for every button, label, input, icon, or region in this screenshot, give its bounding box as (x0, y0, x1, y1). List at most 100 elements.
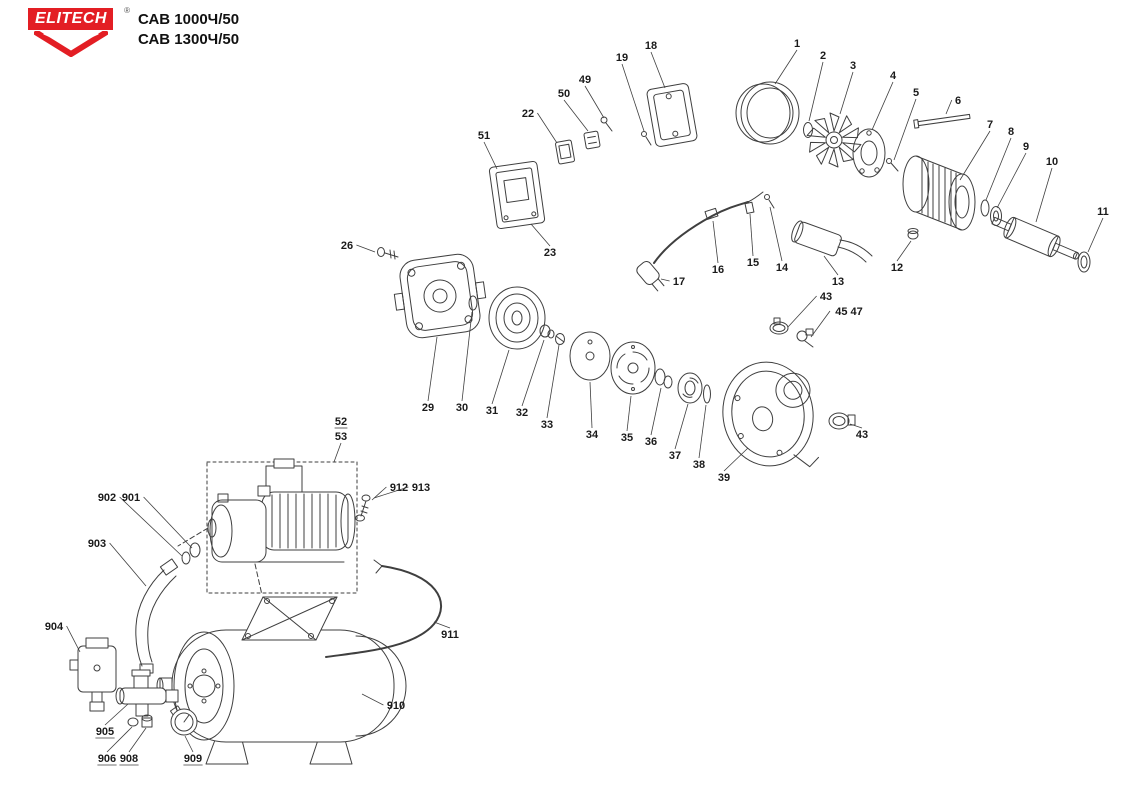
terminal-box-cover-51-23 (488, 160, 546, 230)
part-label-8: 8 (1008, 126, 1014, 138)
leader-line (128, 727, 147, 753)
part-label-49: 49 (579, 74, 591, 86)
leader-line (896, 240, 912, 262)
leader-line (461, 311, 473, 402)
diffuser-plate-34 (569, 331, 611, 381)
part-label-908: 908 (120, 753, 138, 765)
impeller-37 (677, 372, 703, 404)
tank-910 (156, 629, 407, 765)
leader-line (621, 63, 645, 132)
mount-bolt-912-913 (355, 494, 371, 522)
part-label-33: 33 (541, 419, 553, 431)
part-label-3: 3 (850, 60, 856, 72)
leader-line (871, 81, 894, 131)
part-label-905: 905 (96, 726, 114, 738)
leader-line (823, 255, 839, 276)
part-label-31: 31 (486, 405, 498, 417)
part-label-906: 906 (98, 753, 116, 765)
rotor-shaft (991, 216, 1080, 260)
leader-line (698, 404, 707, 459)
leader-line (945, 99, 953, 115)
part-label-53: 53 (335, 431, 347, 443)
part-label-29: 29 (422, 402, 434, 414)
tie-bolt (913, 113, 971, 129)
leader-line (433, 621, 451, 629)
leader-line (893, 98, 917, 161)
header: ELITECH ® САВ 1000Ч/50 САВ 1300Ч/50 (28, 6, 239, 57)
flex-hose-903 (135, 558, 179, 674)
pressure-gauge-909 (169, 705, 198, 736)
leader-line (810, 310, 831, 338)
logo-chevron-icon (34, 31, 108, 57)
venturi-32 (539, 324, 555, 339)
part-label-901: 901 (122, 492, 140, 504)
pump-housing-39 (722, 361, 820, 468)
terminal-screw-14 (764, 194, 775, 209)
leader-line (106, 726, 133, 753)
leader-line (985, 137, 1012, 201)
clamp-45-47 (796, 328, 814, 348)
drain-plug-908 (141, 714, 153, 728)
o-ring-38 (703, 384, 711, 404)
washer-906 (127, 717, 139, 727)
model-name-2: САВ 1300Ч/50 (138, 31, 240, 48)
part-label-37: 37 (669, 450, 681, 462)
part-label-2: 2 (820, 50, 826, 62)
part-label-50: 50 (558, 88, 570, 100)
leader-line (849, 423, 863, 429)
shaft-nut (907, 228, 919, 240)
leader-line (1087, 217, 1104, 253)
outlet-hose-911 (325, 559, 443, 658)
part-label-45-47: 45 47 (835, 306, 863, 318)
part-label-17: 17 (673, 276, 685, 288)
motor-end-shield (852, 128, 886, 178)
leader-line (660, 278, 670, 282)
part-label-12: 12 (891, 262, 903, 274)
leader-line (427, 336, 438, 402)
part-label-1: 1 (794, 38, 800, 50)
part-label-911: 911 (441, 629, 459, 641)
leader-line (361, 693, 384, 706)
part-label-23: 23 (544, 247, 556, 259)
leader-line (104, 703, 129, 726)
leader-line (1035, 167, 1053, 223)
cable-clamp-16 (704, 207, 719, 220)
leader-line (996, 152, 1027, 209)
leader-line (119, 496, 183, 557)
pressure-switch-904 (69, 637, 117, 712)
leader-line (723, 447, 749, 472)
part-label-14: 14 (776, 262, 789, 274)
leader-line (959, 130, 991, 181)
part-label-4: 4 (890, 70, 897, 82)
stator (902, 155, 976, 231)
part-label-909: 909 (184, 753, 202, 765)
part-label-19: 19 (616, 52, 628, 64)
part-label-52: 52 (335, 416, 347, 428)
leader-line (66, 625, 81, 653)
terminal-cover-plate (646, 83, 698, 147)
leader-line (563, 99, 589, 132)
leader-line (712, 220, 719, 264)
part-label-36: 36 (645, 436, 657, 448)
leader-line (530, 223, 551, 247)
elbow-fitting-901 (189, 542, 201, 558)
part-label-9: 9 (1023, 141, 1029, 153)
part-label-43: 43 (820, 291, 832, 303)
elitech-logo: ELITECH ® (28, 6, 130, 57)
leader-line (769, 206, 783, 262)
leader-line (333, 442, 342, 463)
part-label-38: 38 (693, 459, 705, 471)
part-label-32: 32 (516, 407, 528, 419)
part-label-910: 910 (387, 700, 405, 712)
switch-part-50 (583, 130, 601, 150)
cover-screw-19 (641, 131, 652, 146)
washer-902 (181, 551, 191, 565)
power-cable-and-plug (636, 191, 764, 292)
leader-line (749, 213, 754, 257)
seal-ring-30 (468, 295, 478, 311)
cable-gland-15 (744, 201, 755, 215)
leader-line (650, 387, 662, 436)
model-list: САВ 1000Ч/50 САВ 1300Ч/50 (138, 8, 239, 50)
